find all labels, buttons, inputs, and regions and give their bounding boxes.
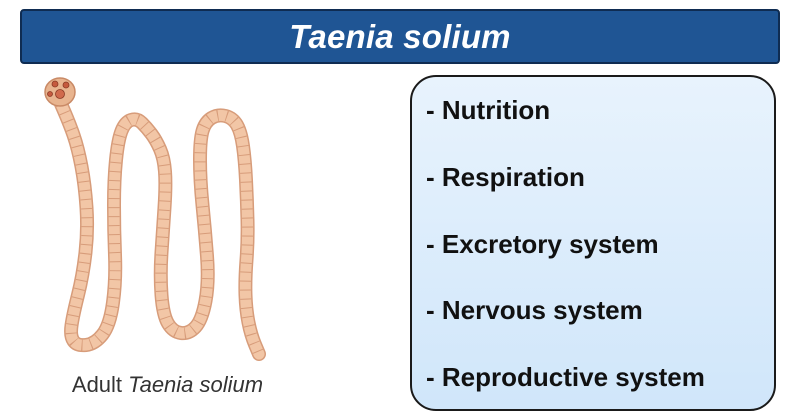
topic-reproductive-system: - Reproductive system [426, 362, 705, 392]
topic-nutrition: - Nutrition [426, 95, 551, 125]
worm-fill [55, 98, 265, 360]
caption-prefix: Adult [71, 372, 123, 397]
title-banner: Taenia solium [20, 9, 780, 64]
topic-excretory-system: - Excretory system [426, 229, 659, 259]
figure-caption: Adult Taenia solium [0, 372, 335, 398]
topic-respiration: - Respiration [426, 162, 585, 192]
tapeworm-illustration [44, 77, 266, 361]
topic-panel: - Nutrition - Respiration - Excretory sy… [410, 75, 776, 411]
page-title: Taenia solium [289, 17, 511, 55]
topic-nervous-system: - Nervous system [426, 295, 643, 325]
worm-body [54, 97, 266, 361]
worm-scolex [44, 77, 76, 107]
caption-species: Taenia solium [128, 372, 264, 397]
